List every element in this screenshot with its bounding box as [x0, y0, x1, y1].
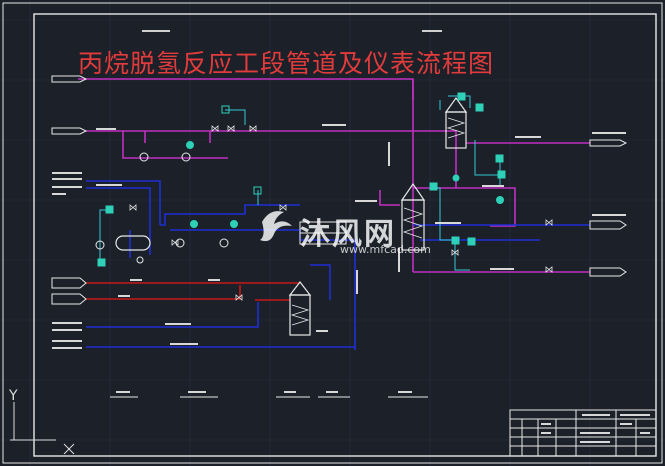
watermark-logo: [260, 211, 292, 242]
header-labels: [142, 30, 442, 32]
exchanger-box: [299, 221, 347, 245]
magenta-process-lines: [78, 78, 590, 273]
title-block: [509, 409, 657, 457]
pumps: [95, 152, 229, 264]
y-axis-label: Y: [9, 388, 18, 404]
separator-drum: [115, 235, 151, 251]
heating-furnace: [288, 281, 312, 336]
battery-limit-arrows: [51, 75, 628, 305]
instrument-bubbles: [97, 92, 506, 267]
watermark-brand: 沐风网: [300, 217, 396, 252]
right-stream-tags: [592, 132, 626, 216]
reactor-column: [400, 182, 426, 251]
title-block-marks: [541, 414, 650, 443]
equipment-tag-text: [116, 391, 412, 393]
heat-exchanger-column: [444, 96, 468, 149]
pipe-line-labels: [96, 124, 541, 345]
valves: [129, 125, 553, 301]
ucs-axis-icon: [10, 402, 75, 455]
blue-process-lines: [86, 180, 590, 350]
drawing-title: 丙烷脱氢反应工段管道及仪表流程图: [78, 49, 495, 78]
left-stream-tags: [52, 172, 82, 349]
red-process-lines: [86, 282, 300, 301]
watermark-url: www.mfcad.com: [340, 243, 431, 256]
